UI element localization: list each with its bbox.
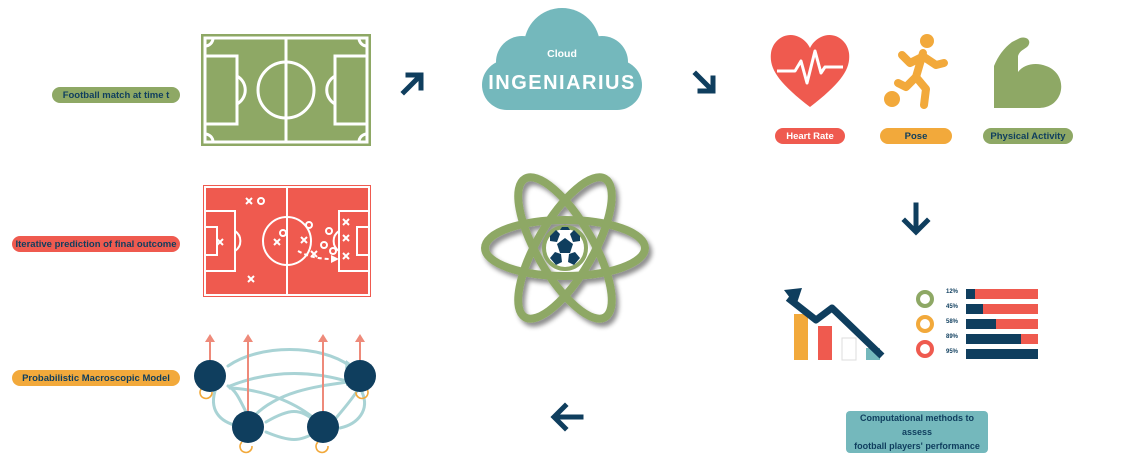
ring-icon: [916, 315, 934, 333]
stat-label: 12%: [946, 289, 959, 295]
stat-bar-fill: [966, 304, 984, 314]
cloud-small-label: Cloud: [547, 48, 577, 60]
stat-label: 45%: [946, 304, 959, 310]
arrow-down-right-icon: [692, 70, 716, 94]
arrow-down-icon: [901, 202, 931, 236]
stat-label: 89%: [946, 334, 959, 340]
football-field-icon: [201, 34, 371, 146]
stat-bar-track: [966, 334, 1038, 344]
stat-row: 95%: [946, 349, 1044, 361]
stat-bar-track: [966, 304, 1038, 314]
stat-row: 89%: [946, 334, 1044, 346]
stat-bar-fill: [966, 319, 996, 329]
stat-row: 58%: [946, 319, 1044, 331]
trend-chart-icon: [784, 288, 885, 361]
player-kicking-ball-icon: [884, 34, 948, 109]
arrow-left-icon: [550, 402, 584, 432]
stat-bar-track: [966, 349, 1038, 359]
computational-methods-box: Computational methods to assess football…: [846, 411, 988, 453]
heart-rate-icon: [770, 34, 850, 107]
cloud-icon: [482, 8, 642, 110]
stat-bar-fill: [966, 334, 1021, 344]
label-physical-activity: Physical Activity: [983, 128, 1073, 144]
stat-bar-track: [966, 319, 1038, 329]
label-heart-rate: Heart Rate: [775, 128, 845, 144]
ring-icon: [916, 290, 934, 308]
computational-line-1: Computational methods to assess: [860, 413, 974, 437]
label-probabilistic-model: Probabilistic Macroscopic Model: [12, 370, 180, 386]
stat-bar-fill: [966, 289, 975, 299]
label-pose: Pose: [880, 128, 952, 144]
stat-row: 12%: [946, 289, 1044, 301]
stat-bar-fill: [966, 349, 1038, 359]
stat-row: 45%: [946, 304, 1044, 316]
ring-icon: [916, 340, 934, 358]
flexed-arm-icon: [994, 37, 1062, 109]
stat-label: 95%: [946, 349, 959, 355]
markov-network-icon: [194, 334, 376, 454]
stat-bar-track: [966, 289, 1038, 299]
label-football-match: Football match at time t: [52, 87, 180, 103]
arrow-up-right-icon: [400, 72, 424, 96]
cloud-title: INGENIARIUS: [488, 72, 636, 94]
stat-label: 58%: [946, 319, 959, 325]
tactics-board-icon: [203, 185, 371, 297]
computational-line-2: football players' performance: [854, 441, 980, 451]
atom-football-icon: [481, 173, 649, 323]
stats-panel: 12% 45% 58% 89% 95%: [914, 286, 1044, 362]
label-iterative-prediction: Iterative prediction of final outcome: [12, 236, 180, 252]
